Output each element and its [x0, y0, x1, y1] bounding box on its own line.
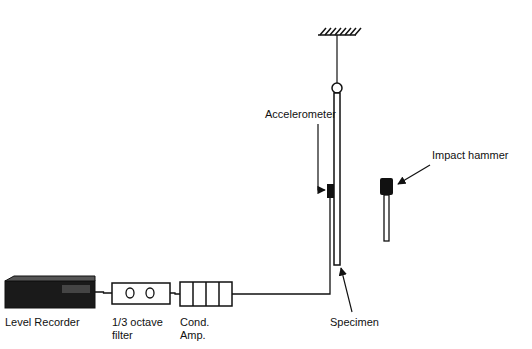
octave-filter-device — [112, 283, 170, 304]
signal-cable — [95, 292, 112, 293]
leader-arrow — [398, 165, 430, 184]
hammer-handle — [384, 195, 389, 241]
instrument-label: 1/3 octave filter — [112, 316, 170, 342]
level-recorder-device — [5, 276, 95, 308]
accelerometer-block — [327, 184, 334, 198]
instrument-label: Level Recorder — [5, 316, 95, 329]
part-label: Accelerometer — [265, 108, 336, 121]
signal-cable — [170, 293, 180, 294]
hatch-stroke — [355, 28, 361, 35]
conditioning-amp-device — [180, 282, 232, 306]
instrument-label: Cond. Amp. — [180, 316, 216, 342]
instrument-unit: 1/3 octave filter — [112, 276, 170, 344]
ceiling-support — [318, 28, 361, 35]
instrument-unit: Level Recorder — [5, 276, 95, 331]
leader-arrow — [318, 124, 325, 190]
hanger-ring — [332, 83, 342, 93]
part-label: Specimen — [330, 316, 379, 329]
leader-arrow — [341, 268, 352, 312]
suspension-string — [336, 35, 337, 83]
hammer-head — [380, 178, 393, 195]
instrument-unit: Cond. Amp. — [180, 276, 232, 344]
signal-cable — [232, 198, 330, 294]
part-label: Impact hammer — [432, 149, 508, 162]
